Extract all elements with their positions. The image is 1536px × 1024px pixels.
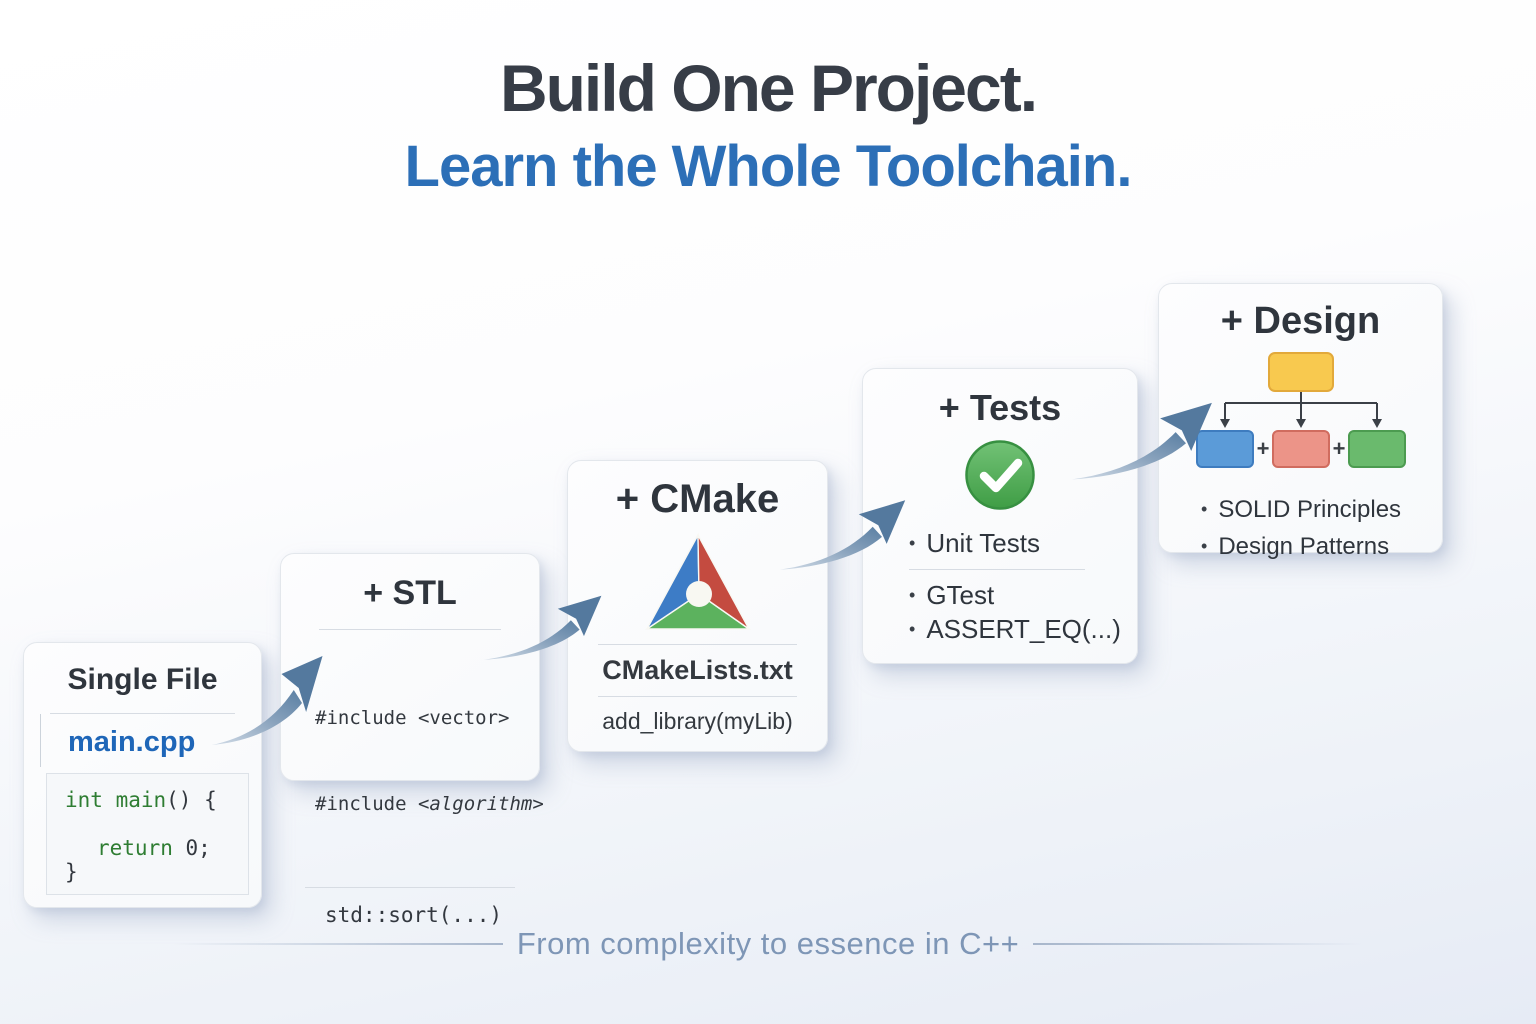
list-item: • ASSERT_EQ(...): [909, 613, 1137, 646]
card-title: + CMake: [615, 477, 780, 521]
cmake-command-label: add_library(myLib): [602, 708, 793, 734]
page-subtitle: Learn the Whole Toolchain.: [404, 134, 1133, 200]
footer-rule-left: [172, 943, 503, 945]
plus-connector: +: [1256, 436, 1269, 461]
bullet-dot: •: [1201, 535, 1208, 556]
code-line: }: [65, 860, 78, 884]
list-item: • Design Patterns: [1201, 528, 1442, 565]
divider: [598, 696, 797, 697]
tests-list: • Unit Tests • GTest • ASSERT_EQ(...): [909, 527, 1137, 646]
bullet-dot: •: [1201, 498, 1208, 519]
list-item: • GTest: [909, 579, 1137, 612]
cmake-file-label: CMakeLists.txt: [602, 655, 793, 685]
list-item-label: ASSERT_EQ(...): [926, 613, 1121, 644]
card-design: + Design + + • SOLID Principles • Design P…: [1158, 283, 1443, 560]
code-line: #include <vector>: [315, 707, 510, 729]
card-tests: + Tests • Unit Tests • GTest • ASSERT_EQ(..…: [862, 368, 1138, 664]
list-item-label: GTest: [926, 580, 995, 611]
card-single-file: Single File main.cpp int main() { return…: [23, 642, 262, 908]
filename-label: main.cpp: [68, 726, 196, 758]
list-item-label: SOLID Principles: [1218, 496, 1402, 523]
card-cmake: + CMake CMakeLists.txt add_library(myLib…: [567, 460, 828, 752]
code-line: int main() {: [65, 788, 217, 812]
check-circle-icon: [965, 440, 1035, 510]
list-item: • Unit Tests: [909, 527, 1137, 560]
flow-arrow-icon: [211, 656, 323, 745]
code-snippet: int main() { return 0; }: [46, 773, 249, 895]
list-item-label: Design Patterns: [1218, 533, 1390, 561]
bullet-dot: •: [909, 585, 916, 606]
file-row: main.cpp: [40, 714, 261, 767]
list-item-label: Unit Tests: [926, 528, 1040, 558]
divider: [50, 713, 235, 714]
card-title: + Design: [1220, 300, 1381, 342]
bullet-dot: •: [909, 533, 916, 554]
divider: [909, 569, 1085, 571]
class-diagram-icon: + +: [1195, 352, 1406, 468]
cmake-logo-icon: [644, 532, 751, 630]
card-title: + STL: [363, 574, 457, 612]
flow-arrow-icon: [779, 500, 906, 570]
card-stl: + STL #include <vector> #include <algori…: [280, 553, 544, 927]
bullet-dot: •: [909, 618, 916, 639]
flow-arrow-icon: [483, 595, 602, 660]
card-title: + Tests: [938, 387, 1062, 428]
usage-line: std::sort(...): [325, 903, 503, 927]
divider: [305, 887, 515, 888]
title-block: Build One Project. Learn the Whole Toolc…: [0, 51, 1536, 200]
footer-rule-right: [1033, 943, 1364, 945]
list-item: • SOLID Principles: [1201, 491, 1442, 528]
code-line: #include <algorithm>: [315, 792, 544, 815]
footer-tagline: From complexity to essence in C++: [0, 926, 1536, 962]
page-title: Build One Project.: [499, 51, 1038, 125]
plus-connector: +: [1332, 436, 1345, 461]
design-list: • SOLID Principles • Design Patterns: [1201, 491, 1442, 565]
include-lines: #include <vector> #include <algorithm>: [315, 647, 544, 875]
code-line: return 0;: [97, 836, 211, 860]
footer-text: From complexity to essence in C++: [516, 926, 1020, 961]
divider: [319, 629, 501, 630]
flow-arrow-icon: [1072, 402, 1212, 480]
divider: [598, 644, 797, 645]
card-title: Single File: [67, 663, 218, 696]
